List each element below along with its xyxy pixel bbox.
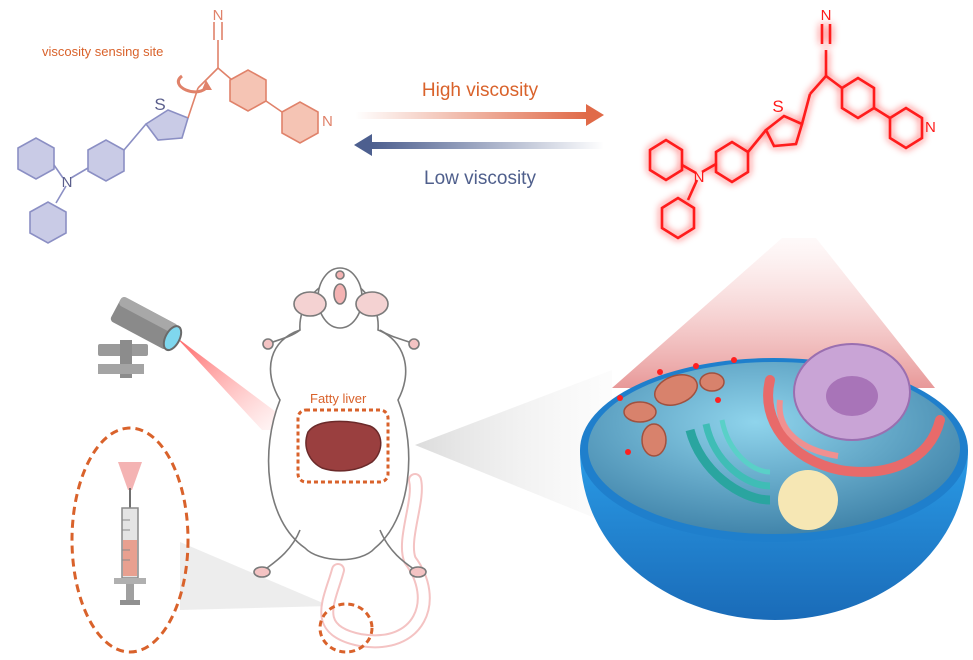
right-nitrile-nitrogen: N (821, 7, 832, 24)
right-phenyl-ring-1 (648, 138, 684, 182)
left-amine-nitrogen: N (62, 174, 73, 191)
imaging-camera-icon (98, 297, 183, 378)
right-pyridine-nitrogen: N (925, 119, 936, 136)
left-phenyl-ring-4 (229, 69, 267, 112)
liver-to-cell-zoom-wedge (415, 370, 612, 525)
right-phenyl-ring-4 (840, 76, 876, 120)
viscosity-sensing-site-label: viscosity sensing site (42, 44, 163, 59)
left-nitrile-nitrogen: N (213, 7, 224, 24)
right-phenyl-ring-2 (660, 196, 696, 240)
syringe-icon (114, 462, 146, 605)
cell-in-dish (580, 343, 968, 620)
tail-injection-site (318, 602, 374, 654)
lipid-droplet (778, 470, 838, 530)
fatty-liver (305, 420, 382, 472)
probe-signals (617, 357, 737, 455)
mitochondrion (699, 372, 725, 392)
high-viscosity-label: High viscosity (422, 80, 539, 101)
left-thiophene-sulfur: S (154, 95, 165, 114)
low-viscosity-label: Low viscosity (424, 168, 536, 189)
liver-highlight-box (296, 408, 390, 484)
mitochondrion (623, 401, 657, 423)
right-phenyl-ring-3 (714, 140, 750, 184)
left-phenyl-ring-3 (87, 139, 125, 182)
left-molecule: N S N N (17, 7, 333, 244)
left-phenyl-ring-1 (17, 137, 55, 180)
right-thiophene-ring (764, 114, 804, 148)
right-pyridine-ring (888, 106, 924, 150)
mouse (253, 267, 431, 649)
mitochondrion (654, 374, 698, 406)
right-amine-nitrogen: N (694, 169, 705, 186)
fatty-liver-label: Fatty liver (310, 391, 367, 406)
golgi-apparatus (685, 428, 771, 505)
mitochondrion (641, 423, 667, 457)
syringe-highlight-oval (70, 426, 190, 654)
low-viscosity-arrow (354, 134, 604, 156)
left-pyridine-nitrogen: N (322, 113, 333, 130)
tail-to-syringe-zoom-wedge (180, 542, 330, 610)
right-thiophene-sulfur: S (772, 97, 783, 116)
high-viscosity-arrow (355, 104, 604, 126)
mouse-body (267, 277, 410, 561)
right-molecule-fluorescent (648, 24, 924, 240)
left-thiophene-ring (144, 109, 189, 141)
endoplasmic-reticulum (763, 375, 945, 477)
left-pyridine-ring (281, 101, 319, 144)
left-phenyl-ring-2 (29, 201, 67, 244)
